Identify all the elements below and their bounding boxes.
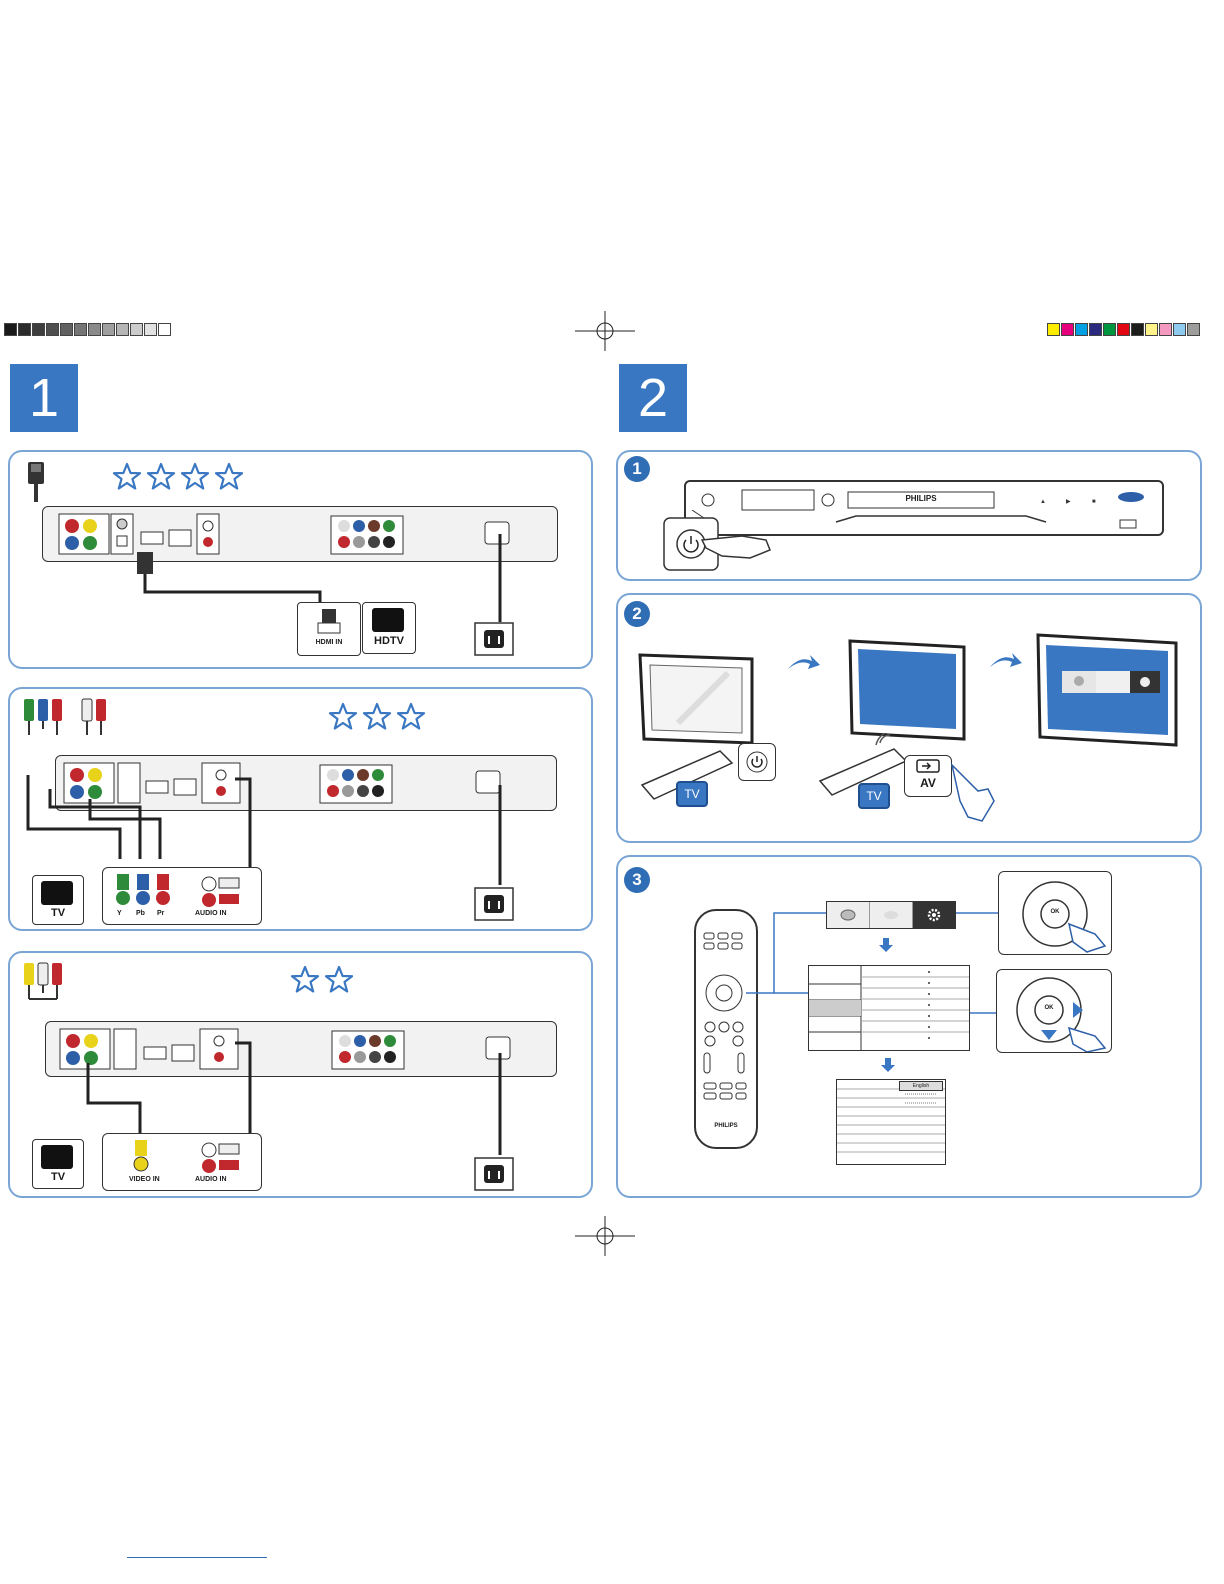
arrow-right-icon: [988, 651, 1024, 671]
calibration-swatch: [74, 323, 87, 336]
hdtv-label: HDTV: [363, 635, 415, 647]
language-submenu: English: [836, 1079, 946, 1165]
tv-screen-icon: [372, 608, 404, 632]
registration-mark-bottom: [575, 1216, 635, 1256]
power-outlet-icon: [474, 887, 514, 921]
calibration-swatch: [116, 323, 129, 336]
tv-hdmi-port: HDMI IN: [297, 602, 361, 656]
calibration-swatch: [1173, 323, 1186, 336]
usb-icon: [883, 909, 899, 921]
step-2-badge: 2: [619, 364, 687, 432]
y-label: Y: [117, 910, 122, 917]
calibration-swatch: [1159, 323, 1172, 336]
audio-in-label: AUDIO IN: [195, 1176, 227, 1183]
disc-menu-item: [827, 902, 870, 928]
calibration-swatch: [1061, 323, 1074, 336]
calibration-swatch: [60, 323, 73, 336]
av-input-button: AV: [904, 755, 952, 797]
calibration-swatch: [1131, 323, 1144, 336]
calibration-swatch: [1047, 323, 1060, 336]
calibration-swatch: [4, 323, 17, 336]
hand-icon: [948, 761, 998, 825]
ok-button-callout: OK: [998, 871, 1112, 955]
language-english-option: English: [899, 1081, 943, 1091]
svg-text:▲: ▲: [1040, 499, 1046, 505]
svg-text:▶: ▶: [1066, 499, 1071, 505]
tv-on-illustration: [848, 639, 968, 743]
calibration-swatch: [88, 323, 101, 336]
hdtv-box: HDTV: [362, 602, 416, 654]
color-calibration-strip: [1047, 323, 1201, 336]
tv-screen-icon: [41, 1145, 73, 1169]
tv-input-panel-component: Y Pb Pr AUDIO IN: [102, 867, 262, 925]
input-icon: [915, 758, 941, 774]
tv-screen-icon: [41, 881, 73, 905]
calibration-swatch: [1089, 323, 1102, 336]
svg-text:■: ■: [1092, 499, 1096, 505]
philips-brand-label: PHILIPS: [848, 494, 994, 503]
step-1-badge: 1: [10, 364, 78, 432]
calibration-swatch: [158, 323, 171, 336]
calibration-swatch: [144, 323, 157, 336]
settings-menu-item: [913, 902, 955, 928]
hdmi-in-label: HDMI IN: [298, 639, 360, 646]
av-label: AV: [905, 776, 951, 790]
tv-power-button: [738, 743, 776, 781]
power-outlet-icon: [474, 1157, 514, 1191]
arrow-down-icon: [878, 937, 894, 953]
panel-hdmi-connection: HDMI IN HDTV: [8, 450, 593, 669]
power-button-callout: [662, 510, 782, 572]
disc-icon: [840, 909, 856, 921]
tv-off-illustration: [638, 653, 758, 749]
panel-menu-setup: 3 PHILIPS: [616, 855, 1202, 1198]
calibration-swatch: [1145, 323, 1158, 336]
grayscale-calibration-strip: [4, 323, 172, 336]
substep-2-badge: 2: [624, 601, 650, 627]
arrow-down-icon: [880, 1057, 896, 1073]
ok-label-2: OK: [1039, 1005, 1059, 1011]
power-outlet-icon: [474, 622, 514, 656]
tv-label: TV: [33, 907, 83, 919]
gear-icon: [927, 908, 941, 922]
video-in-label: VIDEO IN: [129, 1176, 160, 1183]
calibration-swatch: [1187, 323, 1200, 336]
panel-power-on-player: 1 ▲ ▶ ■ PHILIPS: [616, 450, 1202, 581]
panel-composite-connection: TV VIDEO IN AUDIO IN: [8, 951, 593, 1198]
settings-menu: [808, 965, 970, 1051]
pb-label: Pb: [136, 910, 145, 917]
tv-label: TV: [33, 1171, 83, 1183]
pr-label: Pr: [157, 910, 164, 917]
calibration-swatch: [1075, 323, 1088, 336]
calibration-swatch: [46, 323, 59, 336]
panel-component-connection: TV Y Pb Pr AUDIO IN: [8, 687, 593, 931]
bluray-logo-icon: [1116, 490, 1146, 506]
calibration-swatch: [102, 323, 115, 336]
tv-box-composite: TV: [32, 1139, 84, 1189]
tv-input-panel-composite: VIDEO IN AUDIO IN: [102, 1133, 262, 1191]
calibration-swatch: [1117, 323, 1130, 336]
panel-power-on-tv: 2 TV TV AV: [616, 593, 1202, 843]
audio-in-label: AUDIO IN: [195, 910, 227, 917]
nav-button-callout: OK: [996, 969, 1112, 1053]
tv-box-component: TV: [32, 875, 84, 925]
calibration-swatch: [32, 323, 45, 336]
tv-button-badge: TV: [676, 781, 708, 807]
arrow-right-icon: [786, 653, 822, 673]
registration-mark-top: [575, 311, 635, 351]
calibration-swatch: [1103, 323, 1116, 336]
calibration-swatch: [18, 323, 31, 336]
usb-menu-item: [870, 902, 913, 928]
home-menu-bar: [826, 901, 956, 929]
power-icon: [745, 750, 769, 774]
ok-label: OK: [1045, 909, 1065, 915]
substep-1-badge: 1: [624, 456, 650, 482]
footer-underline: [127, 1557, 267, 1558]
tv-menu-illustration: [1036, 633, 1180, 749]
calibration-swatch: [130, 323, 143, 336]
tv-button-badge-2: TV: [858, 783, 890, 809]
